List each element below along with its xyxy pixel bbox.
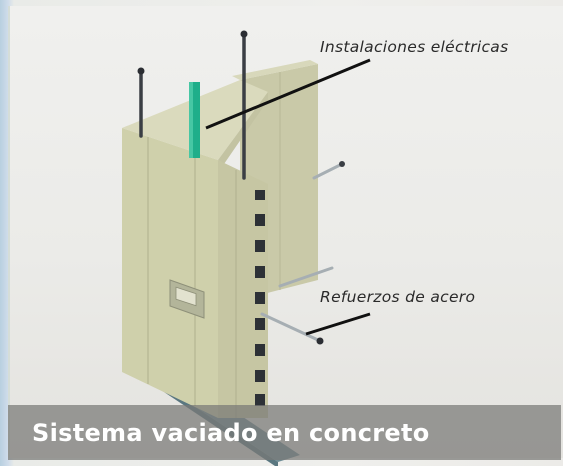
electrical-conduit (189, 82, 200, 158)
vertical-steel-rods (139, 33, 246, 180)
caption-bar: Sistema vaciado en concreto (8, 405, 561, 460)
caption-title: Sistema vaciado en concreto (32, 419, 430, 447)
horizontal-steel-rods (260, 162, 344, 342)
leader-line-instalaciones (205, 58, 371, 130)
electrical-box (169, 279, 205, 319)
front-wall-panel (122, 128, 218, 418)
label-instalaciones: Instalaciones eléctricas (320, 38, 509, 56)
back-wall-top (232, 60, 318, 80)
label-refuerzos: Refuerzos de acero (320, 288, 476, 306)
leader-line-refuerzos (305, 312, 371, 336)
end-face-holes (255, 190, 265, 406)
